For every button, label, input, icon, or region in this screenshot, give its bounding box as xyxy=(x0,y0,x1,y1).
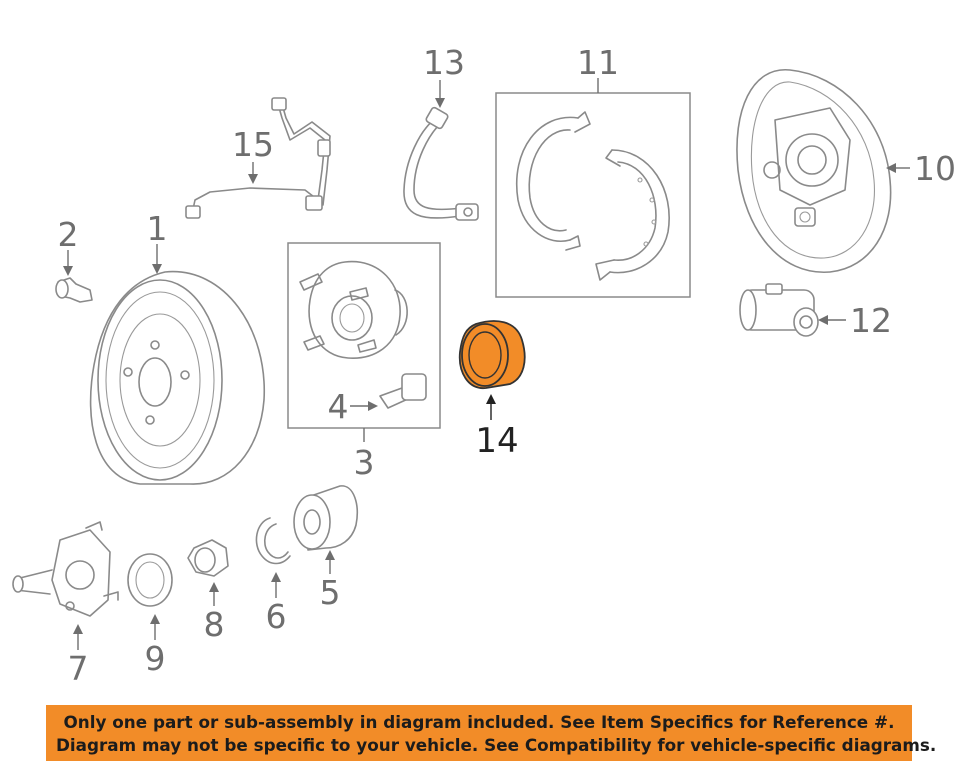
disclaimer-banner: Only one part or sub-assembly in diagram… xyxy=(46,705,937,761)
callout-12: 12 xyxy=(850,301,892,340)
drum-bolt-part xyxy=(55,277,93,303)
hub-bolt-part xyxy=(379,373,427,409)
callout-1: 1 xyxy=(147,209,168,248)
parts-diagram: 1 2 3 4 5 6 7 8 9 10 11 12 13 14 15 xyxy=(12,43,957,688)
brake-hose-part xyxy=(403,106,479,221)
callout-8: 8 xyxy=(204,605,225,644)
callout-13: 13 xyxy=(423,43,465,82)
callout-6: 6 xyxy=(266,597,287,636)
callout-14: 14 xyxy=(475,421,518,461)
callout-labels: 1 2 3 4 5 6 7 8 9 10 11 12 13 14 15 xyxy=(58,43,957,688)
spindle-part xyxy=(12,521,119,617)
disclaimer-line-2: Diagram may not be specific to your vehi… xyxy=(56,735,937,755)
wheel-cylinder-part xyxy=(739,283,819,337)
callout-10: 10 xyxy=(914,149,956,188)
dust-cap-part xyxy=(127,553,173,607)
callout-4: 4 xyxy=(328,387,349,426)
axle-nut-part xyxy=(187,539,229,577)
disclaimer-line-1: Only one part or sub-assembly in diagram… xyxy=(63,712,895,732)
callout-9: 9 xyxy=(145,639,166,678)
bearing-part xyxy=(293,485,358,551)
brake-drum-part xyxy=(89,270,265,485)
callout-2: 2 xyxy=(58,215,79,254)
leader-lines xyxy=(63,78,910,650)
hub-assembly-part xyxy=(287,242,441,429)
abs-sensor-wire-part xyxy=(185,97,331,219)
callout-15: 15 xyxy=(232,125,274,164)
callout-3: 3 xyxy=(354,443,375,482)
oil-seal-part-highlighted xyxy=(458,320,526,389)
snap-ring-part xyxy=(255,517,291,565)
brake-shoes-part xyxy=(495,92,691,298)
callout-7: 7 xyxy=(68,649,89,688)
callout-5: 5 xyxy=(320,573,341,612)
backing-plate-part xyxy=(736,69,892,273)
callout-11: 11 xyxy=(577,43,619,82)
